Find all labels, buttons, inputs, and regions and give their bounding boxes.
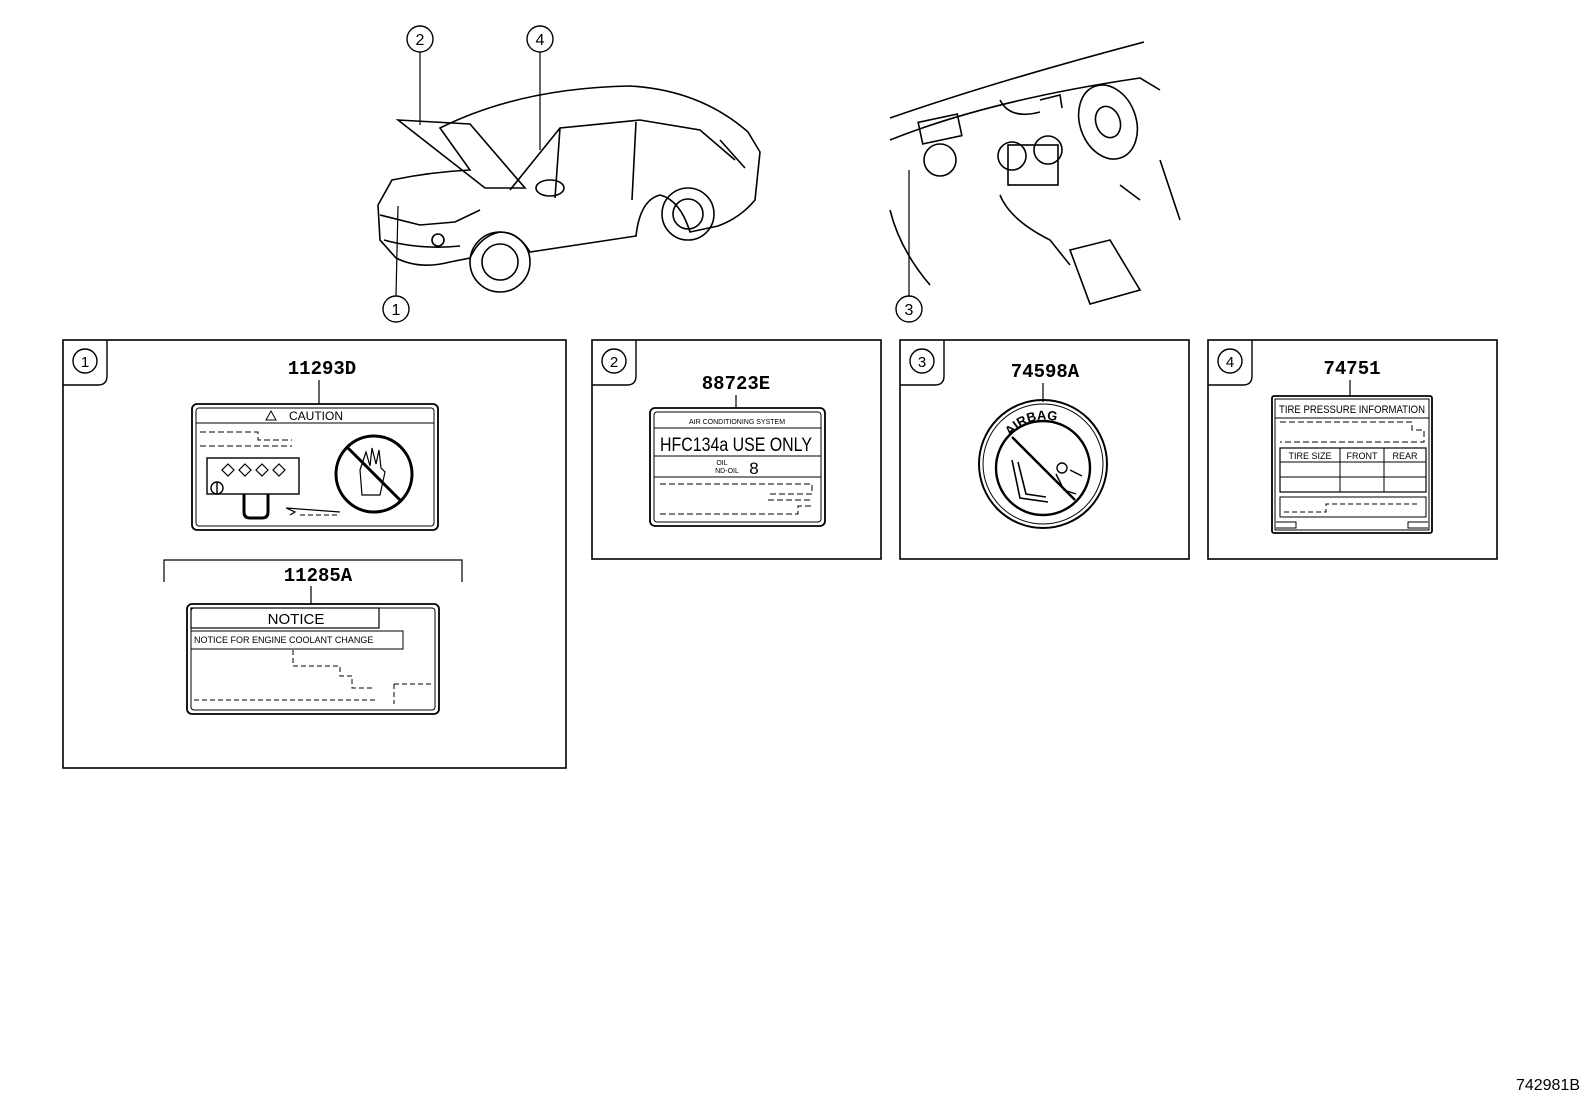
panel-3: 3 74598A AIRBAG [899,339,1190,560]
illustration-reference: 742981B [1516,1077,1580,1094]
svg-text:3: 3 [905,302,914,319]
panel-2-badge: 2 [610,354,618,371]
oil-label: OIL [716,460,727,467]
notice-title: NOTICE [268,611,325,628]
tire-col-size: TIRE SIZE [1288,451,1331,461]
callout-2: 2 [406,25,434,125]
panel-3-badge: 3 [918,354,926,371]
airbag-ring-text: AIRBAG [1002,407,1059,438]
panel-4-badge: 4 [1226,354,1234,371]
airbag-warning-label: AIRBAG [978,399,1108,529]
ac-system-label: AIR CONDITIONING SYSTEM HFC134a USE ONLY… [649,407,826,527]
oil-number: 8 [749,459,758,478]
car-interior-illustration [889,41,1181,305]
panel-1: 1 11293D CAUTION [62,339,567,769]
panel-1-badge: 1 [81,354,89,371]
tire-col-front: FRONT [1347,451,1378,461]
panel-2: 2 88723E AIR CONDITIONING SYSTEM HFC134a… [591,339,882,560]
ac-label-header: AIR CONDITIONING SYSTEM [689,419,785,426]
part-number-74598A: 74598A [1011,361,1080,383]
car-exterior-illustration [377,85,761,293]
callout-4: 4 [526,25,554,150]
callout-1: 1 [382,205,410,323]
part-number-11285A: 11285A [284,565,353,587]
svg-text:4: 4 [536,32,545,49]
panel-4: 4 74751 TIRE PRESSURE INFORMATION TIRE S… [1207,339,1498,560]
part-number-11293D: 11293D [288,358,356,380]
part-number-88723E: 88723E [702,373,770,395]
tire-pressure-label: TIRE PRESSURE INFORMATION TIRE SIZE FRON… [1271,395,1433,534]
svg-text:2: 2 [416,32,425,49]
part-number-74751: 74751 [1323,358,1380,380]
svg-text:1: 1 [392,302,401,319]
caution-label: CAUTION [191,403,439,531]
callout-3: 3 [895,170,923,323]
tire-col-rear: REAR [1392,451,1418,461]
caution-title: CAUTION [289,409,343,423]
notice-subtitle: NOTICE FOR ENGINE COOLANT CHANGE [194,635,373,645]
notice-label: NOTICE NOTICE FOR ENGINE COOLANT CHANGE [186,603,440,715]
tire-label-title: TIRE PRESSURE INFORMATION [1279,404,1425,416]
refrigerant-type: HFC134a USE ONLY [660,435,812,456]
oil-type: ND-OIL [715,468,739,475]
